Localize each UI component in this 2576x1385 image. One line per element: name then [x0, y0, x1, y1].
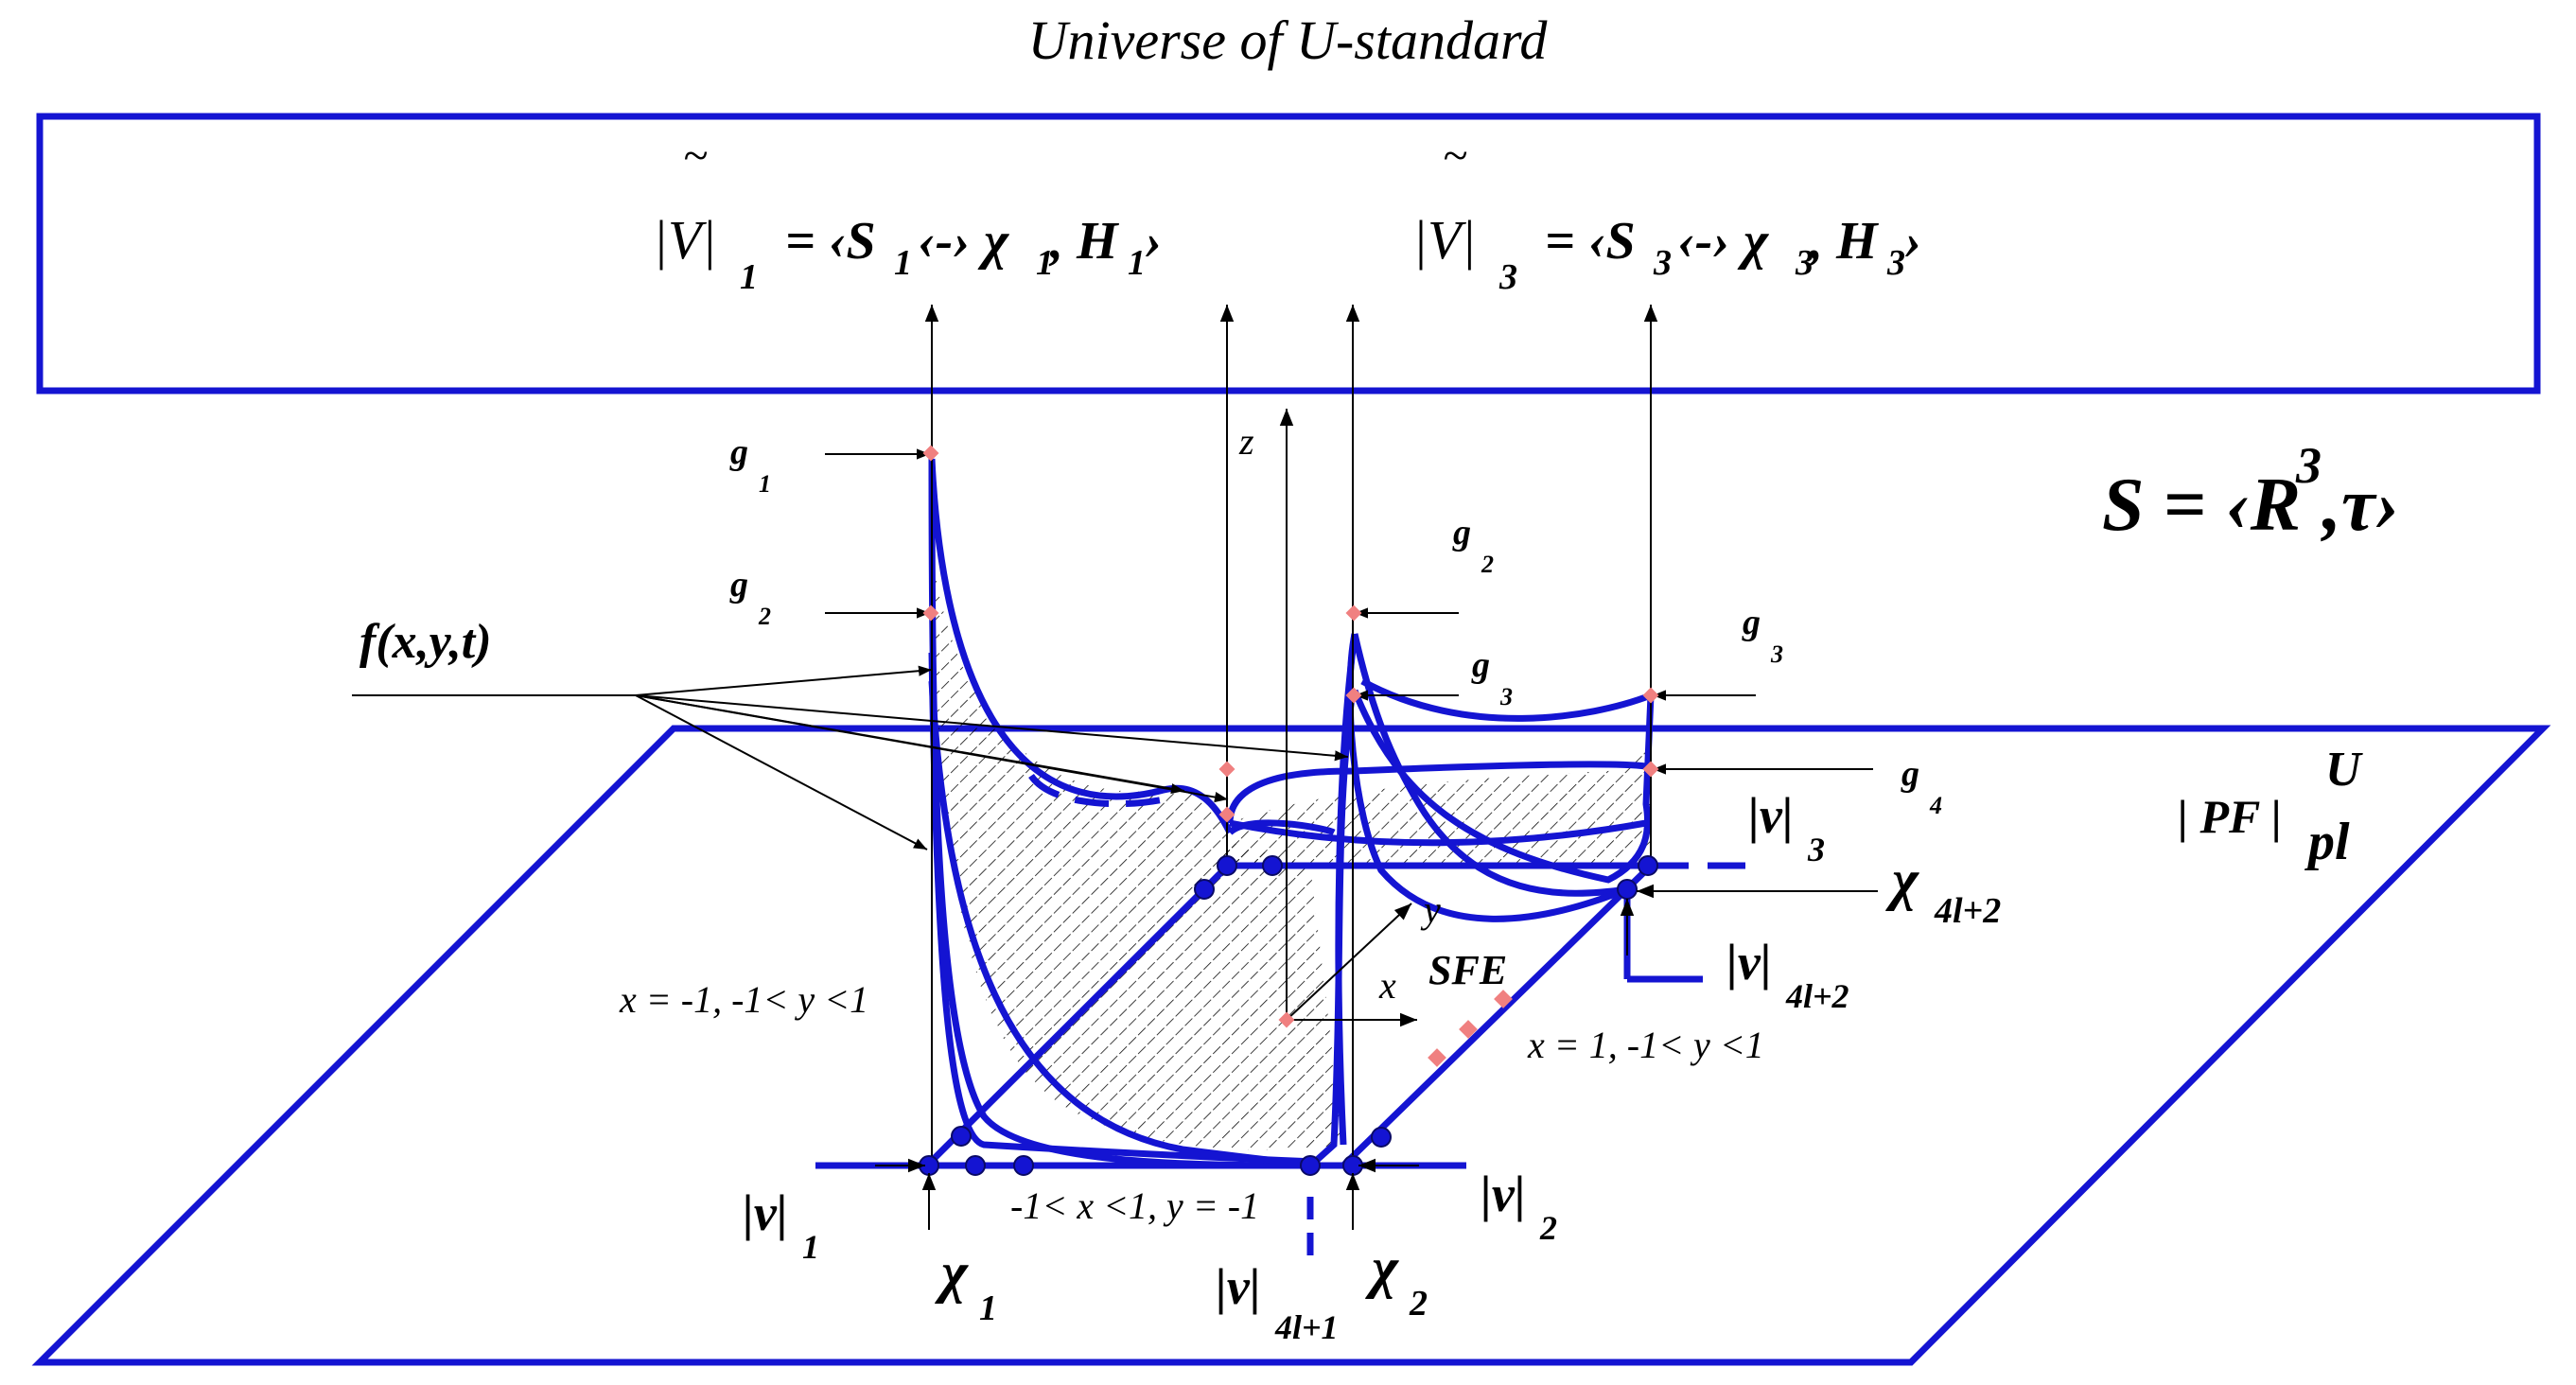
svg-text:1: 1 — [894, 243, 912, 283]
svg-text:pl: pl — [2304, 813, 2350, 871]
svg-text:1: 1 — [759, 470, 771, 498]
axis-z-label: z — [1238, 420, 1254, 463]
svg-text:χ: χ — [1885, 849, 1919, 911]
space-formula: S = ‹R 3 ,τ› — [2102, 437, 2400, 547]
svg-text:χ: χ — [935, 1241, 969, 1304]
svg-text:~: ~ — [1443, 131, 1467, 181]
svg-text:| PF |: | PF | — [2178, 790, 2282, 843]
axis-x-label: x — [1378, 964, 1396, 1007]
svg-text:1: 1 — [802, 1228, 819, 1266]
svg-text:3: 3 — [1807, 831, 1825, 868]
boundary-left: x = -1, -1< y <1 — [619, 978, 868, 1021]
svg-text:= ‹S: = ‹S — [785, 212, 876, 271]
svg-text:|V|: |V| — [653, 209, 716, 271]
svg-text:g: g — [1471, 645, 1490, 685]
svg-text:, H: , H — [1048, 212, 1119, 271]
svg-text:= ‹S: = ‹S — [1545, 212, 1636, 271]
g-markers: g 1 g 2 g 2 g 3 g 3 g 4 — [729, 432, 1942, 819]
svg-text:3: 3 — [2295, 437, 2322, 494]
svg-text:|V|: |V| — [1412, 209, 1476, 271]
svg-text:4: 4 — [1929, 792, 1942, 819]
sfe-label: SFE — [1428, 947, 1507, 993]
svg-text:g: g — [1901, 754, 1919, 794]
svg-text:,τ›: ,τ› — [2321, 464, 2400, 547]
svg-text:3: 3 — [1886, 243, 1905, 283]
svg-text:g: g — [729, 565, 748, 605]
svg-text:1: 1 — [740, 257, 758, 297]
plane-pf — [31, 725, 2551, 1366]
svg-text:|v|: |v| — [1481, 1166, 1526, 1222]
svg-text:|v|: |v| — [1216, 1258, 1261, 1315]
svg-text:2: 2 — [758, 603, 771, 630]
svg-text:3: 3 — [1653, 243, 1672, 283]
formula-v1: ~ |V| 1 = ‹S 1 ‹-› χ 1 , H 1 › — [653, 131, 1163, 297]
svg-text:1: 1 — [979, 1289, 997, 1328]
svg-text:~: ~ — [683, 131, 708, 181]
function-pointer: f(x,y,t) — [352, 615, 1349, 850]
svg-text:4l+1: 4l+1 — [1274, 1308, 1339, 1346]
svg-text:4l+2: 4l+2 — [1785, 977, 1849, 1015]
axis-y-label: y — [1420, 888, 1441, 931]
svg-text:g: g — [1742, 603, 1761, 642]
svg-text:‹-› χ: ‹-› χ — [1677, 212, 1769, 271]
v-labels: |v| 1 |v| 2 |v| 3 |v| 4l+1 |v| 4l+2 — [743, 787, 1849, 1346]
svg-text:g: g — [729, 432, 748, 472]
local-axes: z y x SFE — [1238, 409, 1507, 1027]
svg-text:|v|: |v| — [1726, 934, 1772, 991]
svg-text:1: 1 — [1036, 243, 1054, 283]
plane-label: | PF | U pl — [2178, 743, 2363, 871]
svg-text:›: › — [1904, 212, 1922, 271]
svg-text:4l+2: 4l+2 — [1934, 891, 2001, 931]
diagram-title: Universe of U-standard — [1028, 9, 1549, 71]
hatched-region-left — [932, 553, 1343, 1150]
boundary-bottom: -1< x <1, y = -1 — [1010, 1184, 1259, 1227]
boundary-labels: x = -1, -1< y <1 x = 1, -1< y <1 -1< x <… — [619, 978, 1764, 1227]
function-label: f(x,y,t) — [359, 615, 492, 669]
svg-text:2: 2 — [1539, 1209, 1557, 1247]
formula-v3: ~ |V| 3 = ‹S 3 ‹-› χ 3 , H 3 › — [1412, 131, 1922, 297]
universe-frame — [36, 113, 2541, 394]
svg-text:, H: , H — [1808, 212, 1879, 271]
svg-text:χ: χ — [1365, 1236, 1399, 1299]
svg-text:1: 1 — [1128, 243, 1146, 283]
svg-text:‹-› χ: ‹-› χ — [918, 212, 1009, 271]
svg-text:g: g — [1452, 513, 1471, 552]
svg-text:2: 2 — [1409, 1284, 1428, 1324]
svg-text:2: 2 — [1481, 551, 1494, 578]
boundary-right: x = 1, -1< y <1 — [1527, 1024, 1764, 1066]
svg-text:U: U — [2325, 743, 2363, 797]
svg-text:3: 3 — [1795, 243, 1814, 283]
pink-markers — [922, 445, 1659, 1067]
svg-text:3: 3 — [1499, 683, 1513, 710]
svg-text:3: 3 — [1498, 257, 1517, 297]
svg-text:|v|: |v| — [743, 1184, 788, 1241]
svg-text:|v|: |v| — [1748, 787, 1794, 844]
surface-curves — [928, 458, 1655, 1169]
node-dots — [919, 855, 1658, 1176]
svg-text:3: 3 — [1770, 640, 1783, 668]
svg-text:S = ‹R: S = ‹R — [2102, 464, 2301, 547]
svg-text:›: › — [1145, 212, 1163, 271]
